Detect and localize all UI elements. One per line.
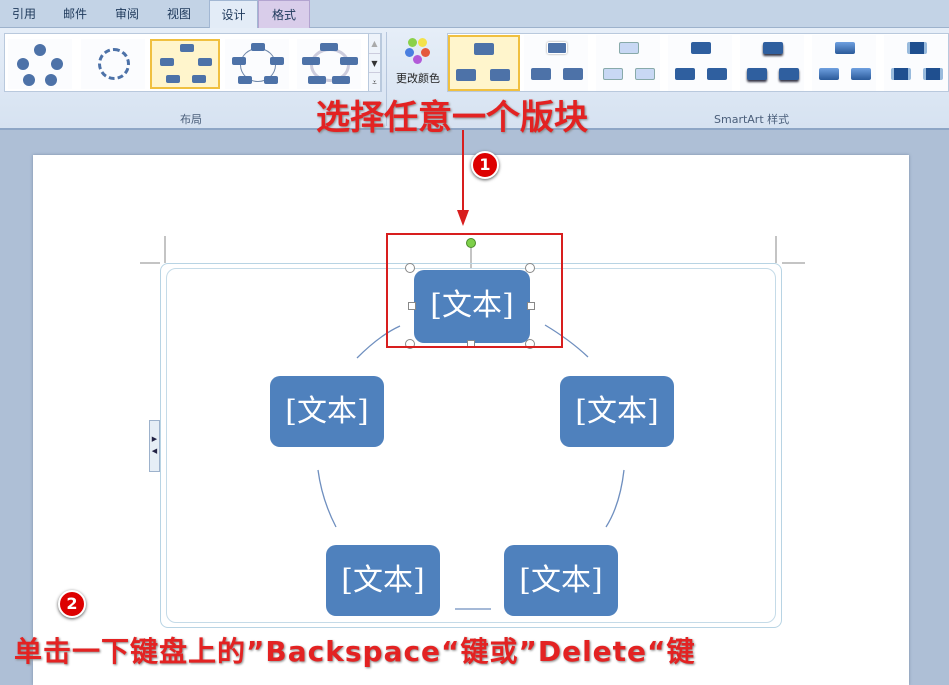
styles-group-label: SmartArt 样式 xyxy=(714,113,790,126)
diagram-node-top[interactable]: [文本] xyxy=(414,270,530,343)
step1-badge: 1 xyxy=(471,151,499,179)
rotate-handle[interactable] xyxy=(466,238,476,248)
tab-format[interactable]: 格式 xyxy=(258,0,310,28)
style-simple-fill[interactable] xyxy=(448,35,520,91)
style-3d-polished[interactable] xyxy=(812,35,876,91)
smartart-styles-gallery xyxy=(447,33,949,92)
gallery-scrollbar[interactable]: ▲ ▼⩡ xyxy=(368,33,381,92)
tab-references[interactable]: 引用 xyxy=(11,7,36,21)
layout-text-cycle[interactable] xyxy=(150,39,220,89)
tab-design[interactable]: 设计 xyxy=(209,0,258,29)
cycle-arrow-2 xyxy=(544,324,589,358)
resize-handle[interactable] xyxy=(408,302,416,310)
scroll-up-icon[interactable]: ▲ xyxy=(371,39,378,48)
layout-group-label: 布局 xyxy=(180,113,202,126)
resize-handle[interactable] xyxy=(525,263,535,273)
diagram-node-right[interactable]: [文本] xyxy=(560,376,674,447)
scroll-down-icon[interactable]: ▼ xyxy=(369,53,380,72)
smartart-canvas xyxy=(166,268,776,623)
resize-handle[interactable] xyxy=(527,302,535,310)
gallery-expand-icon[interactable]: ⩡ xyxy=(369,72,380,91)
highlight-box xyxy=(386,233,563,348)
cycle-arrow-1 xyxy=(356,325,401,359)
diagram-node-left[interactable]: [文本] xyxy=(270,376,384,447)
group-divider xyxy=(386,32,387,126)
layout-basic-cycle[interactable] xyxy=(8,39,72,89)
smartart-frame[interactable] xyxy=(160,263,782,628)
resize-handle[interactable] xyxy=(405,263,415,273)
layout-segmented-cycle[interactable] xyxy=(81,39,145,89)
color-palette-icon xyxy=(404,36,434,66)
step2-annotation: 单击一下键盘上的”Backspace“键或”Delete“键 xyxy=(14,635,696,668)
ribbon-tab-bar: 引用 邮件 审阅 视图 设计 格式 xyxy=(0,0,949,29)
tab-mailings[interactable]: 邮件 xyxy=(62,7,87,21)
cycle-arrow-5 xyxy=(317,469,337,528)
layout-nondirectional-cycle[interactable] xyxy=(297,39,361,89)
diagram-node-bottom-left[interactable]: [文本] xyxy=(326,545,440,616)
layout-block-cycle[interactable] xyxy=(225,39,289,89)
resize-handle[interactable] xyxy=(405,339,415,349)
style-moderate-effect[interactable] xyxy=(668,35,732,91)
cycle-arrow-3 xyxy=(605,469,625,528)
style-3d-inset[interactable] xyxy=(884,35,948,91)
step1-annotation: 选择任意一个版块 xyxy=(316,98,588,138)
style-white-outline[interactable] xyxy=(524,35,588,91)
style-subtle-effect[interactable] xyxy=(596,35,660,91)
change-color-button[interactable]: 更改颜色 xyxy=(390,32,446,92)
text-pane-toggle[interactable]: ▶◀ xyxy=(149,420,160,472)
tab-view[interactable]: 视图 xyxy=(166,7,191,21)
layout-gallery xyxy=(4,33,382,92)
change-color-label: 更改颜色 xyxy=(396,72,440,85)
ribbon: ▲ ▼⩡ 布局 更改颜色 SmartArt 样式 xyxy=(0,28,949,130)
tab-review[interactable]: 审阅 xyxy=(114,7,139,21)
style-intense-effect[interactable] xyxy=(740,35,804,91)
diagram-node-bottom-right[interactable]: [文本] xyxy=(504,545,618,616)
resize-handle[interactable] xyxy=(525,339,535,349)
step2-badge: 2 xyxy=(58,590,86,618)
